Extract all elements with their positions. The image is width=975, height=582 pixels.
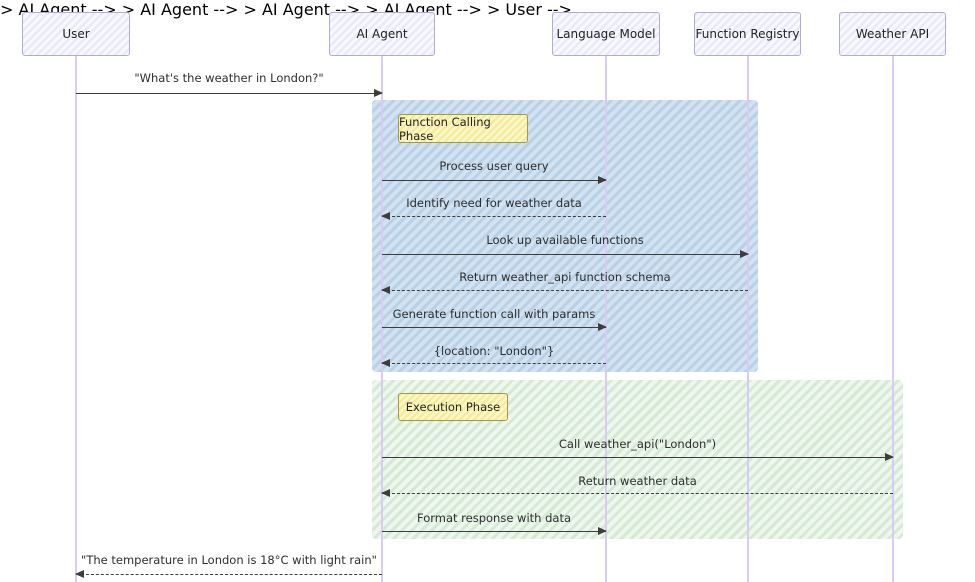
arrowhead-left-icon — [381, 286, 390, 295]
message-label-generate-function-call: Generate function call with params — [392, 307, 596, 321]
message-arrow-return-schema — [381, 286, 748, 295]
message-arrow-look-up-functions — [382, 250, 749, 259]
message-arrow-process-user-query — [382, 176, 607, 185]
participant-weather-api: Weather API — [839, 12, 946, 56]
message-label-location-params: {location: "London"} — [433, 344, 555, 358]
message-label-identify-need: Identify need for weather data — [406, 196, 582, 210]
lifeline-user — [75, 56, 77, 582]
message-arrow-format-response — [382, 527, 607, 536]
note-function-calling-phase-label: Function Calling Phase — [399, 114, 491, 143]
message-label-process-user-query: Process user query — [439, 159, 549, 173]
message-label-return-schema: Return weather_api function schema — [459, 270, 671, 284]
message-arrow-call-weather-api — [382, 453, 894, 462]
message-label-return-weather-data: Return weather data — [578, 474, 697, 488]
participant-weather-api-label: Weather API — [855, 27, 930, 41]
message-arrow-user-query — [76, 89, 383, 98]
arrowhead-right-icon — [885, 453, 894, 462]
participant-function-registry: Function Registry — [694, 12, 801, 56]
message-arrow-return-weather-data — [381, 489, 893, 498]
participant-ai-agent-label: AI Agent — [356, 27, 408, 41]
participant-function-registry-label: Function Registry — [695, 27, 800, 41]
arrowhead-right-icon — [598, 323, 607, 332]
message-label-look-up-functions: Look up available functions — [486, 233, 644, 247]
note-execution-phase-label: Execution Phase — [405, 400, 501, 414]
phase-rect-function-calling — [372, 100, 758, 372]
arrowhead-left-icon — [381, 212, 390, 221]
lifeline-ai-agent — [381, 56, 383, 582]
message-label-format-response: Format response with data — [416, 511, 572, 525]
participant-language-model: Language Model — [552, 12, 660, 56]
lifeline-weather-api — [891, 56, 894, 582]
participant-user: User — [22, 12, 130, 56]
message-arrow-identify-need — [381, 212, 606, 221]
message-label-call-weather-api: Call weather_api("London") — [558, 437, 717, 451]
message-arrow-generate-function-call — [382, 323, 607, 332]
arrowhead-left-icon — [381, 489, 390, 498]
note-execution-phase: Execution Phase — [398, 393, 508, 421]
arrowhead-right-icon — [598, 527, 607, 536]
lifeline-language-model — [605, 56, 607, 582]
participant-ai-agent: AI Agent — [329, 12, 435, 56]
arrowhead-right-icon — [374, 89, 383, 98]
participant-user-label: User — [62, 27, 90, 41]
arrowhead-left-icon — [75, 570, 84, 579]
message-arrow-final-answer — [75, 570, 382, 579]
arrowhead-left-icon — [381, 359, 390, 368]
participant-language-model-label: Language Model — [556, 27, 656, 41]
message-label-user-query: "What's the weather in London?" — [134, 71, 324, 85]
note-function-calling-phase: Function Calling Phase — [398, 114, 528, 143]
message-label-final-answer: "The temperature in London is 18°C with … — [81, 553, 377, 567]
message-arrow-location-params — [381, 359, 606, 368]
arrowhead-right-icon — [740, 250, 749, 259]
lifeline-function-registry — [746, 56, 749, 582]
arrowhead-right-icon — [598, 176, 607, 185]
